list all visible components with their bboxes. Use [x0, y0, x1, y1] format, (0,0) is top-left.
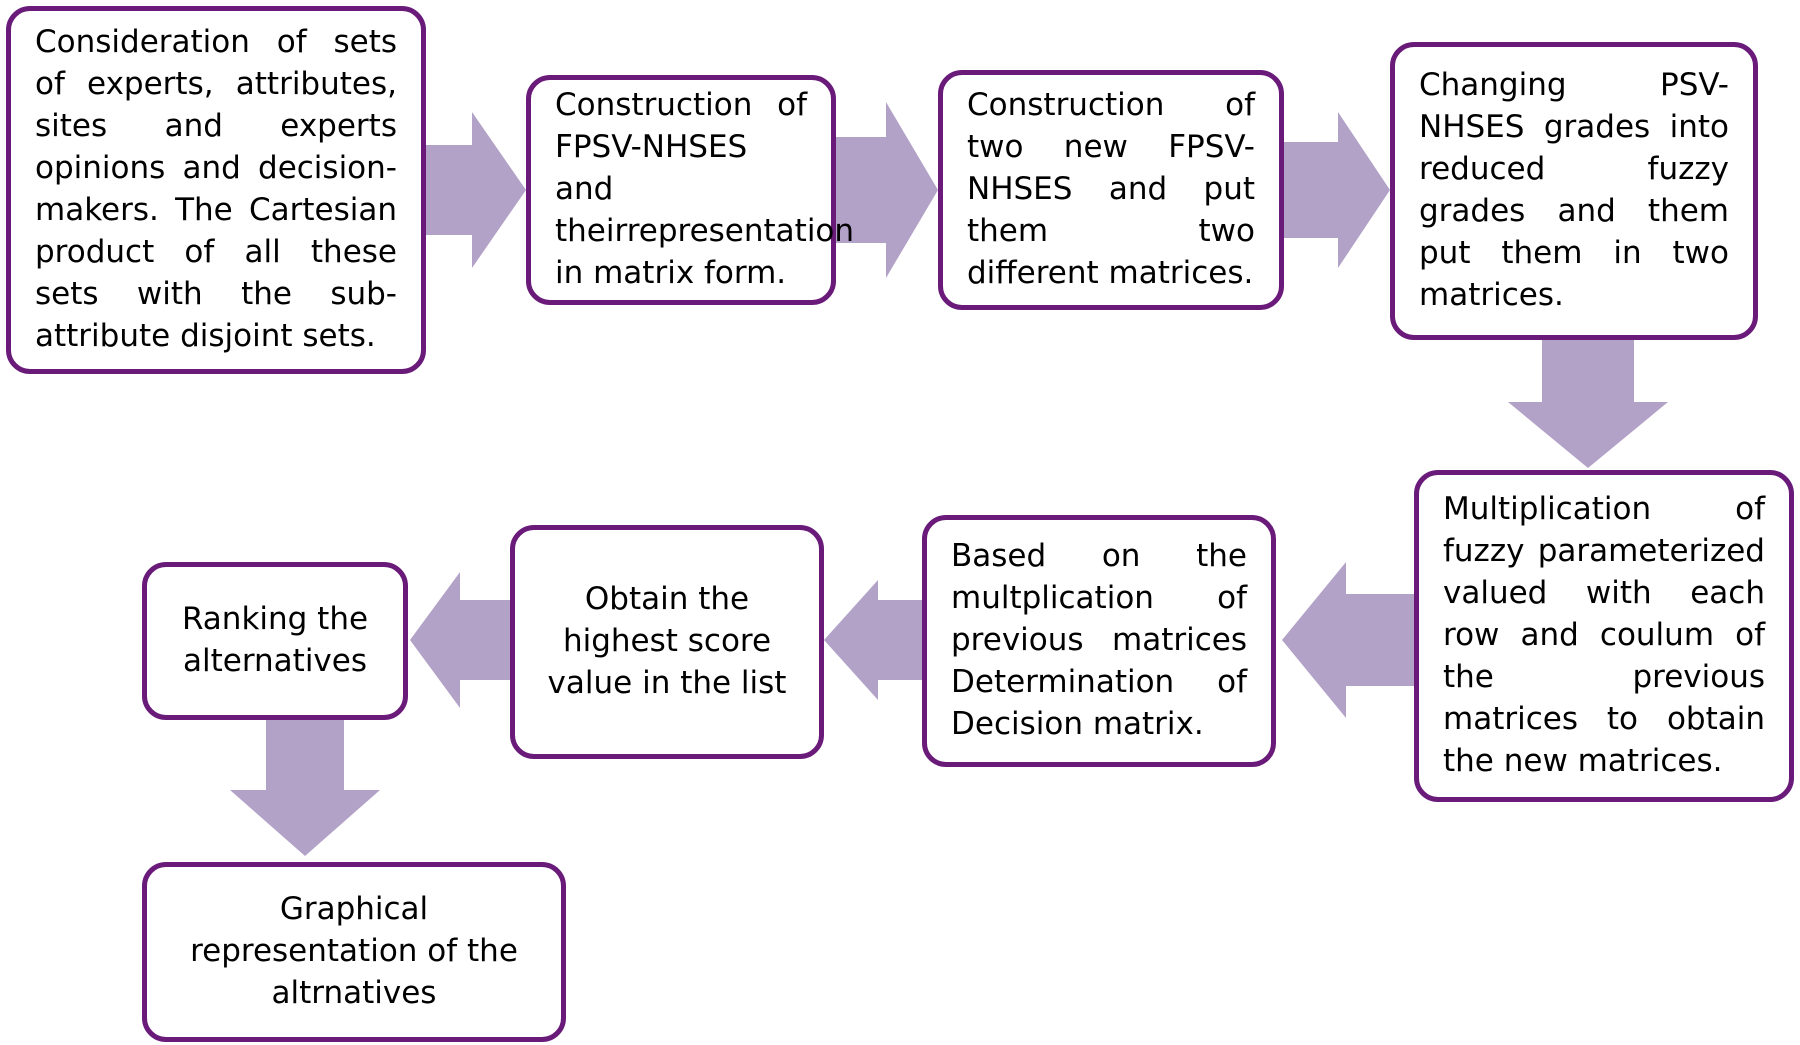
arrow-down-8-to-9 [230, 716, 380, 856]
flow-step-2: Construction of FPSV-NHSES and theirrepr… [526, 75, 855, 305]
flow-step-1-text: Consideration of sets of experts, attrib… [35, 24, 397, 354]
flow-step-7: Obtain the highest score value in the li… [510, 525, 824, 759]
flow-step-6: Based on the multplication of previous m… [922, 515, 1276, 767]
flow-step-5: Multiplication of fuzzy parameterized va… [1414, 470, 1794, 802]
flow-step-2-text: Construction of FPSV-NHSES and theirrepr… [555, 87, 855, 291]
arrow-right-3-to-4 [1278, 112, 1390, 268]
arrow-left-5-to-6 [1282, 562, 1418, 718]
flow-step-3-text: Construction of two new FPSV-NHSES and p… [967, 87, 1255, 291]
flow-step-8-text: Ranking the alternatives [181, 601, 369, 679]
flow-step-4-text: Changing PSV-NHSES grades into reduced f… [1419, 67, 1729, 313]
flow-step-9: Graphical representation of the altrnati… [142, 862, 566, 1042]
flow-step-9-text: Graphical representation of the altrnati… [190, 891, 518, 1011]
flow-step-8: Ranking the alternatives [142, 562, 408, 720]
flow-step-6-text: Based on the multplication of previous m… [951, 538, 1247, 742]
flow-step-4: Changing PSV-NHSES grades into reduced f… [1390, 42, 1758, 340]
arrow-right-1-to-2 [418, 112, 526, 268]
flow-step-7-text: Obtain the highest score value in the li… [547, 581, 787, 701]
arrow-left-7-to-8 [410, 572, 514, 708]
arrow-right-2-to-3 [830, 102, 938, 278]
flow-step-5-text: Multiplication of fuzzy parameterized va… [1443, 491, 1765, 779]
flow-step-3: Construction of two new FPSV-NHSES and p… [938, 70, 1284, 310]
arrow-down-4-to-5 [1508, 334, 1668, 468]
arrow-left-6-to-7 [824, 580, 926, 700]
flow-step-1: Consideration of sets of experts, attrib… [6, 6, 426, 374]
